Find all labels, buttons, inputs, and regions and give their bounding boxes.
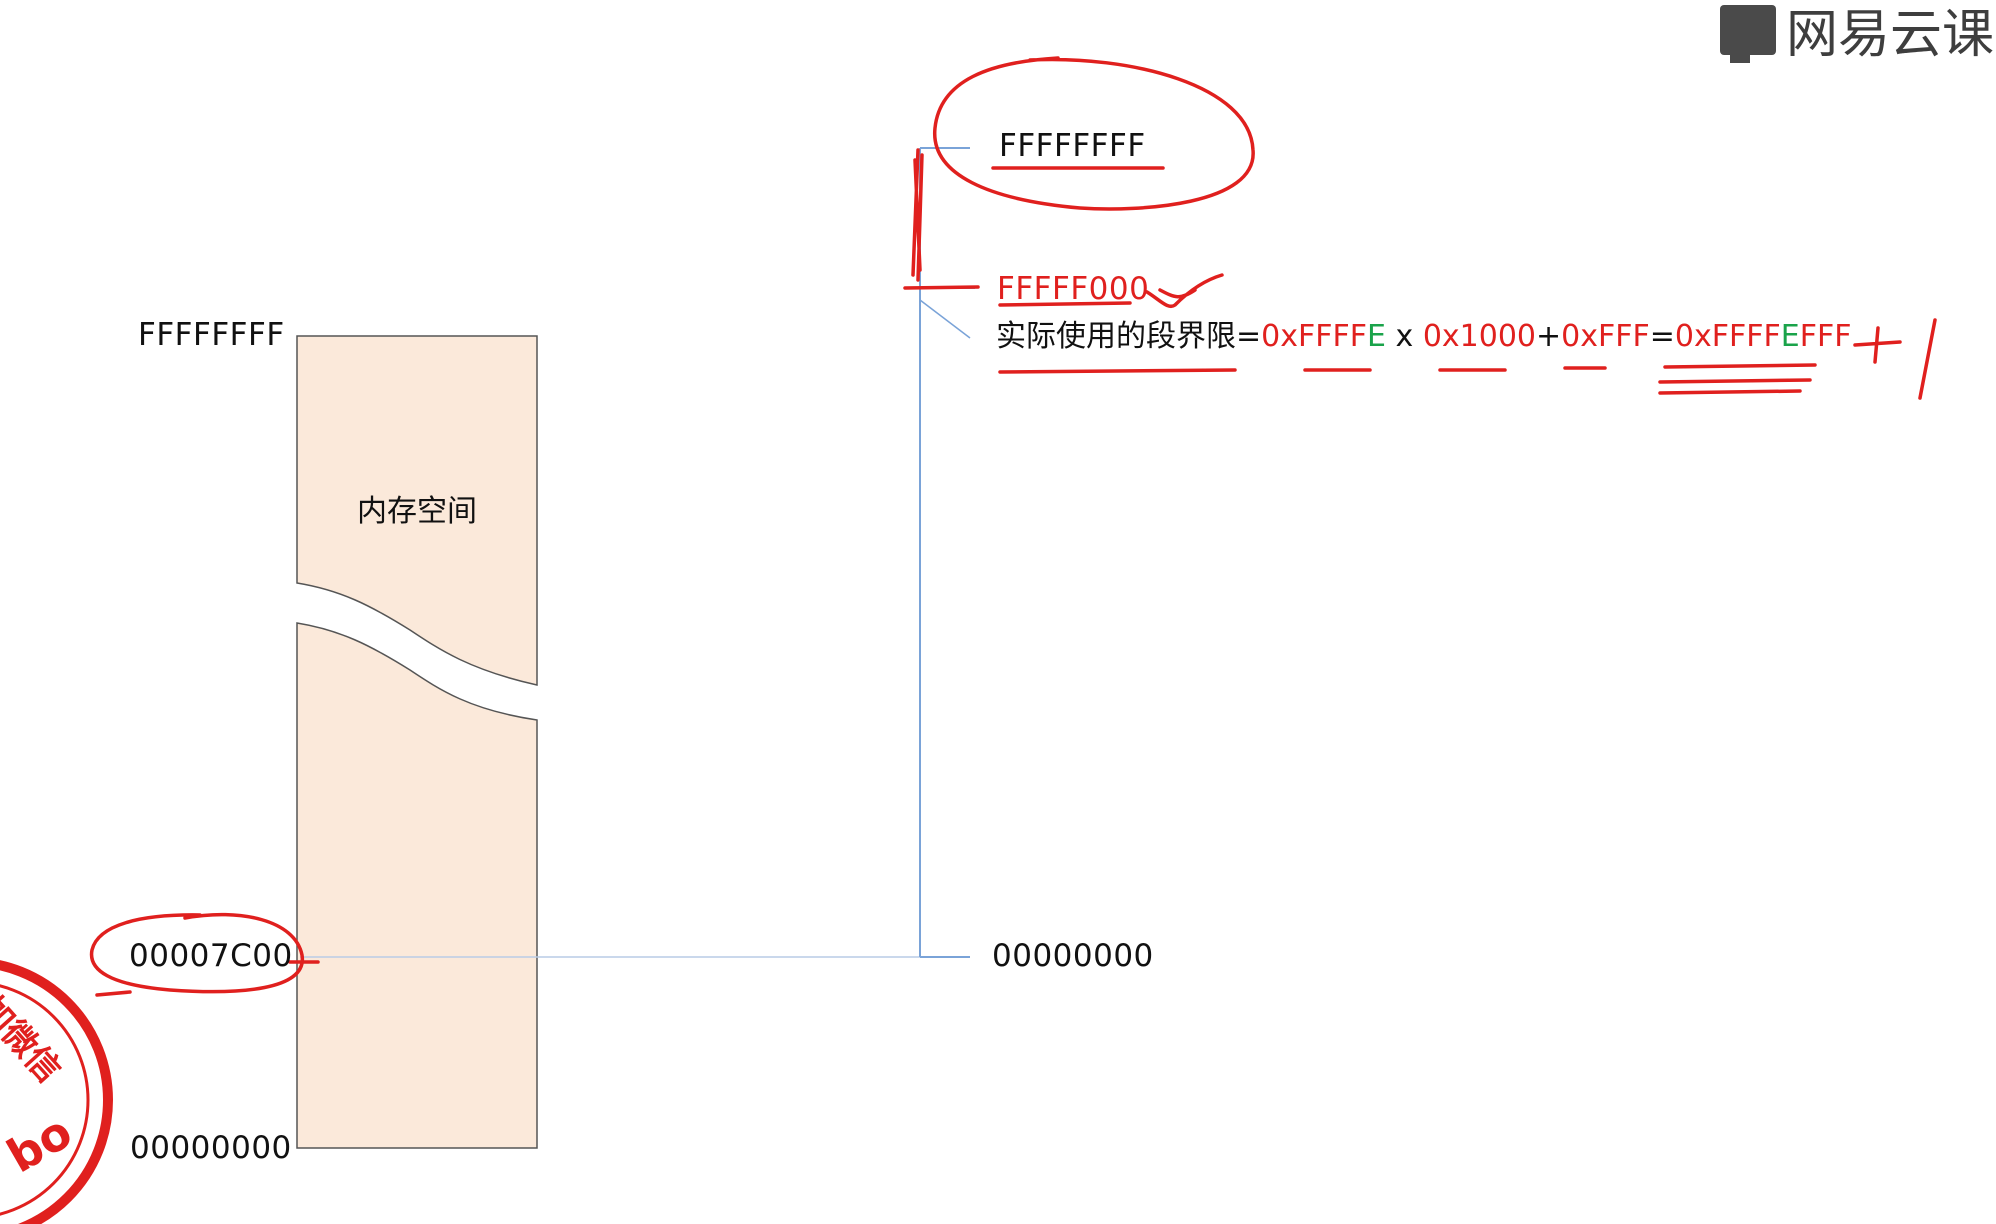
formula-times: x	[1385, 319, 1423, 354]
formula-result-b: FFF	[1799, 319, 1852, 354]
formula-part1: 0xFFFF	[1261, 319, 1368, 354]
memory-bottom-address: 00000000	[130, 1130, 292, 1166]
memory-load-address: 00007C00	[129, 938, 293, 974]
formula-prefix: 实际使用的段界限=	[996, 319, 1262, 354]
plus-one-annotation	[1853, 318, 1937, 400]
vertical-scribble	[911, 148, 924, 282]
segment-top-address: FFFFFFFF	[999, 128, 1146, 164]
red-seal-stamp	[0, 960, 113, 1224]
underline-result-3	[1658, 389, 1802, 395]
formula-part3: 0xFFF	[1561, 319, 1650, 354]
logo-text: 网易云课	[1786, 5, 1995, 65]
underline-formula-prefix	[998, 368, 1237, 374]
formula-result-a: 0xFFFF	[1674, 319, 1781, 354]
book-icon	[1720, 4, 1776, 63]
underline-limit-address	[998, 301, 1132, 307]
segment-limit-address: FFFFF000	[997, 271, 1150, 307]
segment-limit-formula: 实际使用的段界限=0xFFFFE x 0x1000+0xFFF=0xFFFFEF…	[996, 322, 1852, 352]
underline-result-1	[1663, 363, 1817, 369]
segment-base-address: 00000000	[992, 938, 1154, 974]
load-address-tick	[95, 960, 320, 997]
formula-equals: =	[1649, 319, 1675, 354]
limit-tick-mark	[903, 285, 980, 290]
netease-cloud-logo: 网易云课	[1720, 0, 1994, 67]
formula-part1-highlight: E	[1367, 319, 1386, 354]
memory-block-upper	[296, 335, 538, 686]
underline-result-2	[1658, 378, 1812, 384]
circle-top-address	[933, 56, 1255, 211]
formula-result-highlight: E	[1780, 319, 1800, 354]
formula-plus: +	[1536, 319, 1562, 354]
formula-pointer-line	[919, 299, 971, 339]
memory-block-lower	[296, 622, 538, 1149]
formula-part2: 0x1000	[1422, 319, 1537, 354]
memory-block-label: 内存空间	[357, 494, 477, 529]
memory-top-address: FFFFFFFF	[138, 317, 285, 353]
circle-load-address	[89, 912, 304, 994]
check-mark	[1145, 273, 1224, 308]
